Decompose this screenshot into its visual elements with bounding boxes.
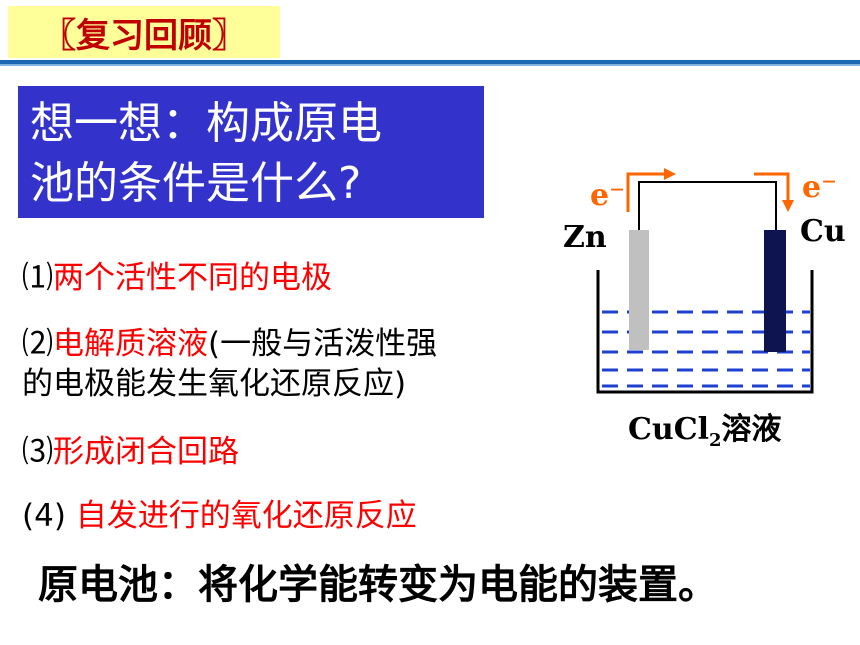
condition-2-number: ⑵ <box>22 326 53 362</box>
zinc-label: Zn <box>563 220 607 255</box>
electron-right-label: e⁻ <box>802 170 837 205</box>
external-wire <box>638 181 777 232</box>
header-rule <box>0 60 860 64</box>
solution-subscript: 2 <box>708 430 722 451</box>
question-line-1: 想一想：构成原电 <box>30 98 382 149</box>
condition-2-note-2: 的电极能发生氧化还原反应) <box>22 366 407 402</box>
electron-left-label: e⁻ <box>590 178 625 213</box>
copper-electrode <box>764 230 786 352</box>
electron-flow-right-arrow <box>754 172 790 200</box>
header-rule-light <box>0 64 860 66</box>
galvanic-cell-diagram <box>596 168 814 394</box>
condition-2-note-1: (一般与活泼性强 <box>208 326 438 362</box>
condition-3-number: ⑶ <box>22 434 53 470</box>
copper-label: Cu <box>800 214 846 249</box>
beaker <box>596 270 814 394</box>
review-badge: 〖复习回顾〗 <box>8 6 280 58</box>
condition-2: ⑵电解质溶液(一般与活泼性强 的电极能发生氧化还原反应) <box>22 324 542 404</box>
solution-word: 溶液 <box>721 412 782 447</box>
question-box: 想一想：构成原电 池的条件是什么? <box>18 86 484 218</box>
condition-1-number: ⑴ <box>22 260 53 296</box>
zinc-electrode <box>629 230 649 350</box>
condition-1-text: 两个活性不同的电极 <box>53 260 332 296</box>
condition-4-number: (4) <box>22 498 66 534</box>
condition-4: (4) 自发进行的氧化还原反应 <box>22 496 417 536</box>
condition-3: ⑶形成闭合回路 <box>22 432 239 472</box>
summary-statement: 原电池：将化学能转变为电能的装置。 <box>38 562 718 608</box>
solution-formula: CuCl <box>628 412 709 447</box>
condition-3-text: 形成闭合回路 <box>53 434 239 470</box>
electron-flow-left-arrow <box>626 172 664 212</box>
condition-1: ⑴两个活性不同的电极 <box>22 258 332 298</box>
condition-2-text: 电解质溶液 <box>53 326 208 362</box>
electron-flow-left-arrowhead <box>664 168 676 180</box>
electron-flow-right-arrowhead <box>782 200 794 212</box>
question-line-2: 池的条件是什么? <box>30 158 362 209</box>
condition-4-text: 自发进行的氧化还原反应 <box>65 498 417 534</box>
solution-label: CuCl2溶液 <box>628 404 782 451</box>
